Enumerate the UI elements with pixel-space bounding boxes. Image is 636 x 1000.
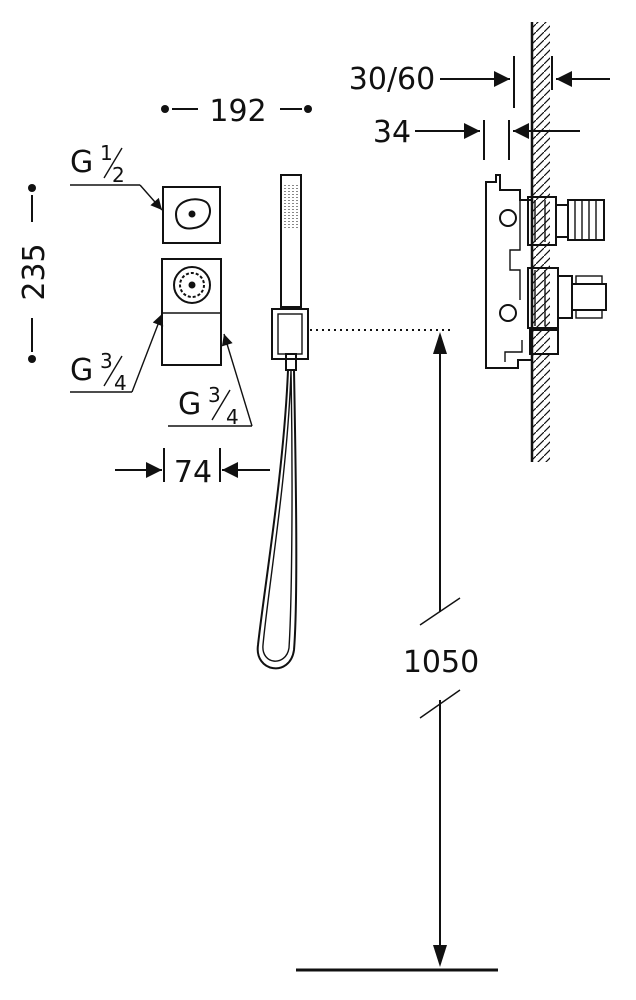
shower-hose [256, 369, 298, 670]
svg-text:1: 1 [100, 141, 113, 165]
dimension-34-label: 34 [373, 115, 411, 150]
mixer-knob-icon [173, 266, 211, 304]
dimension-34: 34 [373, 115, 580, 160]
top-outlet-box [162, 186, 221, 244]
svg-text:2: 2 [112, 163, 125, 187]
hand-shower [256, 174, 309, 670]
dimension-30-60-label: 30/60 [349, 62, 435, 97]
dimension-192-label: 192 [209, 94, 266, 129]
dimension-74: 74 [115, 448, 270, 490]
dimension-30-60: 30/60 [349, 56, 610, 108]
lower-valve-cartridge [571, 283, 607, 311]
svg-text:4: 4 [226, 405, 239, 429]
svg-text:G: G [178, 387, 201, 422]
dimension-235-label: 235 [17, 243, 52, 300]
mixer-body [161, 258, 222, 366]
dimension-235: 235 [17, 184, 52, 363]
dimension-74-label: 74 [174, 455, 212, 490]
connection-g-half-callout: G 1 2 [70, 141, 163, 211]
dimension-1050: 1050 [296, 332, 498, 972]
upper-valve-cartridge [567, 199, 605, 241]
embedded-box-section [485, 174, 607, 369]
dimension-1050-label: 1050 [403, 645, 479, 680]
svg-text:G: G [70, 145, 93, 180]
dimension-192: 192 [161, 94, 312, 129]
connection-g-three-quarter-right-callout: G 3 4 [168, 333, 253, 429]
shower-holder [271, 308, 309, 360]
outlet-port-icon [174, 198, 211, 230]
svg-text:3: 3 [100, 349, 113, 373]
svg-text:4: 4 [114, 371, 127, 395]
svg-text:G: G [70, 353, 93, 388]
connection-g-three-quarter-left-callout: G 3 4 [70, 313, 164, 395]
svg-text:3: 3 [208, 383, 221, 407]
